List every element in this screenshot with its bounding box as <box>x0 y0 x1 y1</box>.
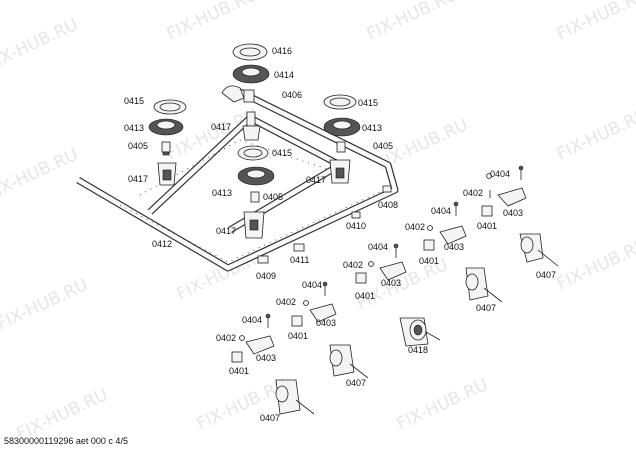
valve-group-3 <box>355 243 503 303</box>
watermark-text: FIX-HUB.RU <box>0 145 81 205</box>
label-g3-0402: 0402 <box>343 260 363 270</box>
watermark-text: FIX-HUB.RU <box>164 0 262 45</box>
label-g4-0403: 0403 <box>316 318 336 328</box>
label-0413-center: 0413 <box>212 188 232 198</box>
label-g4-0402: 0402 <box>276 297 296 307</box>
burner-left <box>148 99 187 186</box>
valve-group-2 <box>423 201 467 251</box>
valve-group-1 <box>481 165 559 267</box>
label-g2-0404: 0404 <box>431 206 451 216</box>
label-0413-right: 0413 <box>362 123 382 133</box>
watermark-text: FIX-HUB.RU <box>554 235 636 295</box>
label-g5-0407: 0407 <box>260 413 280 423</box>
label-0416: 0416 <box>272 46 292 56</box>
document-footer: 58300000119296 aet 000 c 4/5 <box>4 436 128 446</box>
watermark-text: FIX-HUB.RU <box>364 0 462 45</box>
label-0417-left: 0417 <box>128 174 148 184</box>
watermark-text: FIX-HUB.RU <box>554 105 636 165</box>
burner-center <box>237 145 275 239</box>
label-0418: 0418 <box>408 345 428 355</box>
watermark-text: FIX-HUB.RU <box>0 15 81 75</box>
label-0413-left: 0413 <box>124 123 144 133</box>
label-0415-left: 0415 <box>124 96 144 106</box>
label-0408: 0408 <box>378 200 398 210</box>
label-0415-right: 0415 <box>358 98 378 108</box>
label-0417-top: 0417 <box>211 122 231 132</box>
label-0405-center: 0405 <box>263 192 283 202</box>
label-g2-0402: 0402 <box>405 222 425 232</box>
label-0414: 0414 <box>274 70 294 80</box>
label-g5-0402: 0402 <box>216 333 236 343</box>
label-g3-0403: 0403 <box>381 278 401 288</box>
label-g1-0402: 0402 <box>463 188 483 198</box>
label-g5-0403: 0403 <box>256 353 276 363</box>
watermark-text: FIX-HUB.RU <box>554 0 636 45</box>
label-g3-0404: 0404 <box>368 242 388 252</box>
label-g2-0403: 0403 <box>444 242 464 252</box>
label-g5-0404: 0404 <box>242 315 262 325</box>
label-0405-right: 0405 <box>373 141 393 151</box>
label-g1-0403: 0403 <box>503 208 523 218</box>
burner-right <box>323 94 361 184</box>
label-g2-0401: 0401 <box>419 256 439 266</box>
label-g3-0401: 0401 <box>355 291 375 301</box>
label-0406: 0406 <box>282 90 302 100</box>
burner-center-top <box>221 43 270 141</box>
label-g1-0401: 0401 <box>477 221 497 231</box>
frame-clips <box>257 185 392 264</box>
watermark-text: FIX-HUB.RU <box>0 275 91 335</box>
label-0415-center: 0415 <box>272 148 292 158</box>
label-g5-0401: 0401 <box>229 366 249 376</box>
thermocouple-assembly <box>399 317 441 347</box>
label-g1-0407: 0407 <box>536 270 556 280</box>
label-0410: 0410 <box>346 221 366 231</box>
label-g4-0407: 0407 <box>346 378 366 388</box>
label-0409: 0409 <box>256 271 276 281</box>
label-g3-0407: 0407 <box>476 303 496 313</box>
label-g4-0404: 0404 <box>302 280 322 290</box>
valve-group-4 <box>291 281 369 379</box>
label-g4-0401: 0401 <box>288 331 308 341</box>
valve-group-5 <box>231 313 315 415</box>
label-0411: 0411 <box>290 255 309 265</box>
part-labels: 0416 0414 0406 0415 0415 0415 0413 0413 … <box>124 46 556 423</box>
label-0417-center: 0417 <box>216 226 236 236</box>
label-0417-right: 0417 <box>306 175 326 185</box>
watermark-text: FIX-HUB.RU <box>394 375 492 435</box>
label-0405-left: 0405 <box>128 141 148 151</box>
label-g1-0404: 0404 <box>490 169 510 179</box>
label-0412: 0412 <box>152 239 172 249</box>
